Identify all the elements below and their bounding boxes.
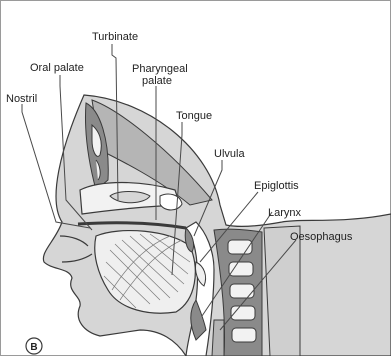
label-pharyngeal-palate-line2: palate: [142, 75, 172, 87]
label-larynx: Larynx: [268, 207, 302, 219]
label-tongue: Tongue: [176, 110, 212, 122]
label-nostril: Nostril: [6, 93, 37, 105]
label-oral-palate: Oral palate: [30, 62, 84, 74]
oesophagus-shape: [212, 320, 224, 356]
label-pharyngeal-palate-line1: Pharyngeal: [132, 63, 188, 75]
spinal-cord: [264, 226, 300, 356]
label-turbinate: Turbinate: [92, 31, 138, 43]
label-uvula: Ulvula: [214, 148, 245, 160]
label-oesophagus: Oesophagus: [290, 231, 353, 243]
label-epiglottis: Epiglottis: [254, 180, 299, 192]
panel-letter: B: [30, 342, 37, 353]
